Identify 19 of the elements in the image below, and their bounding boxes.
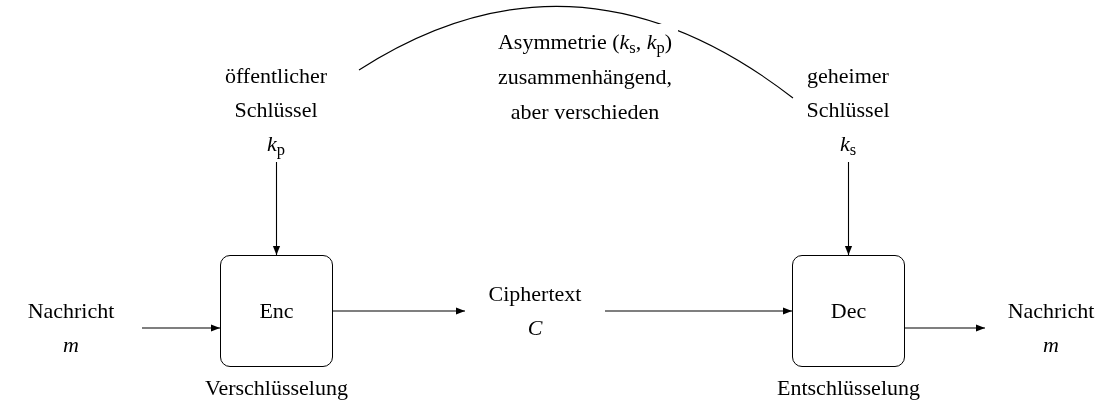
node-label: m [1043, 331, 1059, 359]
node-label: Verschlüsselung [204, 374, 349, 402]
node-label: Nachricht [1007, 297, 1095, 325]
arrow [272, 161, 281, 256]
arrow [844, 161, 853, 256]
process-box: Enc [220, 255, 333, 367]
arrow [141, 324, 221, 332]
node-label: Entschlüsselung [776, 374, 921, 402]
arrow [604, 307, 793, 315]
arc-connector [358, 6, 794, 99]
node-label: Ciphertext [488, 280, 582, 308]
node-label: k$_{s}$ [839, 130, 857, 161]
arrow [904, 324, 986, 332]
process-box: Dec [792, 255, 905, 367]
node-label: C [527, 314, 543, 342]
arrow [332, 307, 466, 315]
node-label: m [63, 331, 79, 359]
node-label: k$_{p}$ [267, 130, 285, 161]
node-label: Nachricht [27, 297, 115, 325]
